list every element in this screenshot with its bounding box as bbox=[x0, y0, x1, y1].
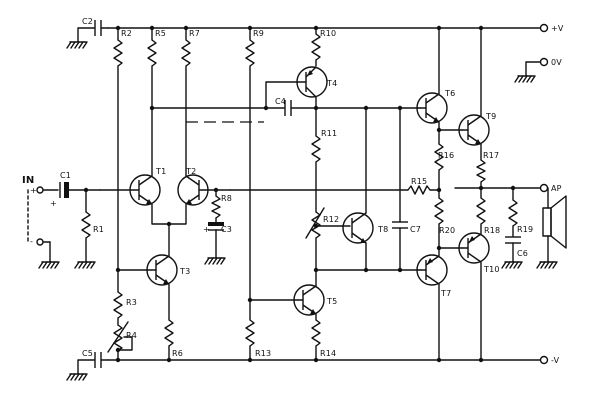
output-label: AP bbox=[551, 184, 562, 193]
capacitor-c2: C2 bbox=[66, 17, 109, 49]
capacitor-c4: C4 bbox=[265, 97, 317, 116]
transistor-t8: T8 bbox=[342, 212, 388, 244]
svg-text:T3: T3 bbox=[179, 267, 190, 276]
resistor-r15: R15 bbox=[229, 177, 440, 195]
svg-text:C4: C4 bbox=[275, 97, 286, 106]
rail-minus-label: -V bbox=[551, 356, 560, 365]
svg-text:R6: R6 bbox=[172, 349, 183, 358]
transistor-t9: T9 bbox=[458, 112, 496, 146]
svg-text:T10: T10 bbox=[483, 265, 500, 274]
rail-plus-label: +V bbox=[551, 24, 564, 33]
svg-text:R17: R17 bbox=[483, 151, 499, 160]
input-section: IN + - bbox=[22, 175, 60, 269]
output-terminal bbox=[539, 183, 549, 193]
svg-text:R20: R20 bbox=[439, 226, 455, 235]
svg-text:R14: R14 bbox=[320, 349, 336, 358]
ground-icon bbox=[66, 373, 88, 381]
svg-text:R5: R5 bbox=[155, 29, 166, 38]
svg-text:R3: R3 bbox=[126, 298, 137, 307]
trimmer-r12: R12 bbox=[305, 207, 339, 271]
resistor-r17: R17 bbox=[476, 143, 499, 189]
trimmer-r4: R4 bbox=[107, 321, 137, 361]
svg-text:R10: R10 bbox=[320, 29, 336, 38]
svg-text:R9: R9 bbox=[253, 29, 264, 38]
svg-text:T5: T5 bbox=[326, 297, 337, 306]
svg-text:R15: R15 bbox=[411, 177, 427, 186]
svg-text:+: + bbox=[30, 186, 37, 195]
resistor-r8: R8 bbox=[211, 189, 232, 223]
svg-text:R18: R18 bbox=[484, 226, 500, 235]
svg-text:R4: R4 bbox=[126, 331, 137, 340]
transistor-t6: T6 bbox=[416, 89, 455, 124]
svg-text:T6: T6 bbox=[444, 89, 455, 98]
svg-text:T8: T8 bbox=[377, 225, 388, 234]
resistor-r11: R11 bbox=[311, 129, 337, 213]
svg-text:C3: C3 bbox=[221, 225, 232, 234]
speaker-icon bbox=[536, 187, 567, 269]
svg-text:R13: R13 bbox=[255, 349, 271, 358]
svg-text:R12: R12 bbox=[323, 215, 339, 224]
svg-text:R8: R8 bbox=[221, 194, 232, 203]
ground-icon bbox=[74, 261, 96, 269]
capacitor-c5: C5 bbox=[66, 349, 109, 381]
transistor-t4: T4 bbox=[265, 66, 337, 109]
transistor-t3: T3 bbox=[117, 254, 190, 286]
resistor-r2: R2 bbox=[113, 27, 132, 293]
ground-icon bbox=[514, 75, 536, 83]
transistor-t5: T5 bbox=[293, 284, 337, 316]
svg-text:C1: C1 bbox=[60, 171, 71, 180]
svg-text:T7: T7 bbox=[440, 289, 451, 298]
svg-text:R1: R1 bbox=[93, 225, 104, 234]
svg-text:R11: R11 bbox=[321, 129, 337, 138]
resistor-r14: R14 bbox=[311, 313, 336, 361]
svg-text:R19: R19 bbox=[517, 225, 533, 234]
resistor-r10: R10 bbox=[311, 27, 336, 67]
ground-icon bbox=[501, 261, 523, 269]
svg-text:+: + bbox=[203, 225, 210, 234]
zero-volt-label: 0V bbox=[551, 58, 562, 67]
svg-text:T9: T9 bbox=[485, 112, 496, 121]
resistor-r20: R20 bbox=[434, 197, 455, 257]
svg-text:+: + bbox=[50, 199, 57, 208]
resistor-r9: R9 bbox=[245, 27, 264, 321]
svg-text:R7: R7 bbox=[189, 29, 200, 38]
svg-text:T4: T4 bbox=[326, 79, 337, 88]
svg-text:-: - bbox=[30, 237, 33, 246]
ground-icon bbox=[66, 41, 88, 49]
capacitor-c6: C6 bbox=[501, 236, 528, 269]
ground-icon bbox=[204, 257, 226, 265]
resistor-r5: R5 bbox=[147, 27, 166, 177]
resistor-r18: R18 bbox=[476, 187, 500, 235]
zero-volt-node: 0V bbox=[514, 57, 562, 83]
transistor-t10: T10 bbox=[458, 232, 500, 274]
resistor-r7: R7 bbox=[181, 27, 200, 177]
resistor-r19: R19 bbox=[508, 187, 533, 237]
capacitor-c7: C7 bbox=[392, 107, 421, 271]
resistor-r3: R3 bbox=[113, 291, 137, 326]
svg-text:IN: IN bbox=[22, 175, 35, 186]
capacitor-c3: C3 + bbox=[203, 222, 232, 265]
resistor-r1: R1 bbox=[74, 189, 104, 269]
rail-plus-terminal bbox=[539, 23, 549, 33]
svg-text:R2: R2 bbox=[121, 29, 132, 38]
svg-text:C7: C7 bbox=[410, 225, 421, 234]
svg-text:R16: R16 bbox=[438, 151, 454, 160]
junction-dots bbox=[83, 25, 516, 363]
svg-text:T2: T2 bbox=[185, 167, 196, 176]
transistor-t1: T1 bbox=[99, 167, 166, 206]
resistor-r16: R16 bbox=[434, 143, 454, 199]
resistor-r6: R6 bbox=[164, 283, 183, 361]
resistor-r13: R13 bbox=[245, 319, 271, 361]
svg-text:C2: C2 bbox=[82, 17, 93, 26]
svg-text:C5: C5 bbox=[82, 349, 93, 358]
ground-icon bbox=[536, 261, 558, 269]
svg-text:T1: T1 bbox=[155, 167, 166, 176]
transistor-t2: T2 bbox=[177, 167, 231, 206]
ground-icon bbox=[38, 261, 60, 269]
rail-minus-terminal bbox=[539, 355, 549, 365]
transistor-t7: T7 bbox=[416, 254, 451, 298]
svg-text:C6: C6 bbox=[517, 249, 528, 258]
supply-rails: +V -V AP bbox=[107, 23, 564, 365]
